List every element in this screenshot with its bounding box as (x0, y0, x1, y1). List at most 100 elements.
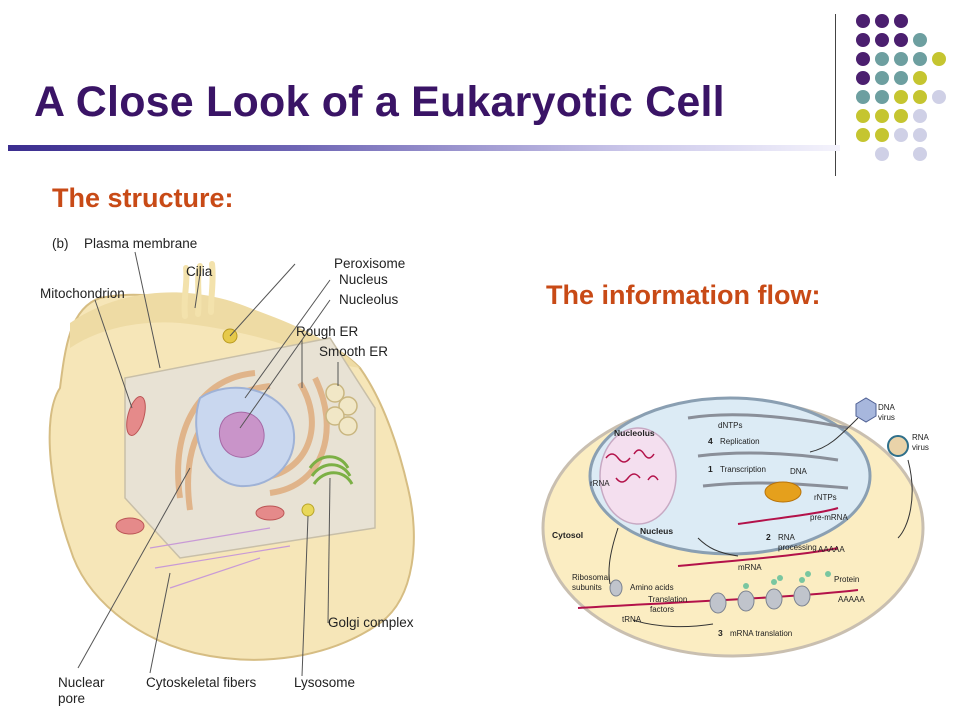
rrna-strand (605, 453, 631, 463)
dna-helix (697, 451, 839, 462)
cilium (181, 265, 190, 319)
leader-line (77, 467, 191, 669)
label-rna-processing-line2: processing (778, 543, 817, 552)
label-dntps: dNTPs (718, 421, 742, 430)
rna-virus-capsid (887, 435, 909, 457)
dot (932, 90, 946, 104)
leader-line (229, 263, 296, 337)
dot (856, 14, 870, 28)
golgi-cisterna (308, 455, 350, 469)
label-dna-virus-line1: DNA (878, 403, 896, 412)
dot (875, 33, 889, 47)
flow-arrows (608, 417, 913, 628)
label-dna-virus-line2: virus (878, 413, 895, 422)
mitochondrion (255, 505, 285, 521)
smooth-er-tube (325, 383, 345, 403)
ribosome (765, 588, 783, 610)
dot (875, 71, 889, 85)
dot (894, 52, 908, 66)
dot (856, 90, 870, 104)
smooth-er-tube (338, 396, 358, 416)
label-plasma-membrane: Plasma membrane (84, 236, 197, 251)
golgi-cisterna (310, 463, 352, 477)
label-aaaaa-1: AAAAA (818, 545, 845, 554)
label-translation-factors-line1: Translation (648, 595, 687, 604)
dot (875, 109, 889, 123)
fiber (169, 557, 261, 589)
smooth-er-tube (338, 416, 358, 436)
dot (894, 109, 908, 123)
label-rough-er: Rough ER (296, 324, 359, 339)
fiber (154, 545, 291, 569)
leader-line (301, 515, 309, 677)
label-nucleus: Nucleus (640, 526, 673, 536)
label-step4: 4 (708, 436, 713, 446)
protein-bead (771, 579, 777, 585)
rrna-strand (633, 449, 655, 459)
label-step3: 3 (718, 628, 723, 638)
rna-polymerase (764, 481, 802, 503)
leader-line (94, 299, 133, 409)
arrow-export (608, 527, 619, 585)
arrow-virus-entry (809, 417, 859, 453)
ribosome (737, 590, 755, 612)
dot (913, 90, 927, 104)
dot (894, 71, 908, 85)
label-cilia: Cilia (186, 264, 213, 279)
golgi-complex (308, 455, 354, 485)
label-mrna-translation: mRNA translation (730, 629, 792, 638)
protein-chains (743, 571, 831, 589)
dot (932, 52, 946, 66)
panel-label: (b) (52, 236, 69, 251)
slide-title: A Close Look of a Eukaryotic Cell (34, 78, 725, 126)
label-transcription: Transcription (720, 465, 766, 474)
leader-line (327, 477, 331, 624)
ribosome (793, 585, 811, 607)
smooth-er-tube (325, 406, 345, 426)
label-mitochondrion: Mitochondrion (40, 286, 125, 301)
dna-virus (855, 397, 877, 423)
dot (894, 14, 908, 28)
protein-bead (777, 575, 783, 581)
rrna-strands (605, 449, 659, 483)
leader-line (239, 299, 331, 429)
label-smooth-er: Smooth ER (319, 344, 388, 359)
decorative-dot-grid (842, 14, 952, 164)
cytoskeletal-fibers (149, 527, 291, 589)
er-fold (175, 370, 256, 499)
label-ribosomal-line2: subunits (572, 583, 602, 592)
dot (875, 52, 889, 66)
translating-mrna-strand (577, 589, 859, 609)
dot (913, 109, 927, 123)
label-rntps: rNTPs (814, 493, 837, 502)
arrow-translation (632, 619, 714, 628)
label-mrna: mRNA (738, 563, 762, 572)
label-cytosol: Cytosol (552, 530, 583, 540)
label-golgi-complex: Golgi complex (328, 615, 414, 630)
leader-line (194, 273, 201, 309)
leader-line (244, 279, 331, 399)
ribosome (609, 579, 623, 597)
label-nucleus: Nucleus (339, 272, 388, 287)
dot (856, 71, 870, 85)
structure-heading: The structure: (52, 183, 234, 213)
label-translation-factors-line2: factors (650, 605, 674, 614)
label-nucleolus: Nucleolus (614, 428, 655, 438)
cell-top-face (70, 292, 360, 368)
cell-structure-illustration: (b) Plasma membrane Cilia Mitochondrion … (40, 236, 415, 706)
dot (875, 147, 889, 161)
dot (875, 14, 889, 28)
dot (913, 33, 927, 47)
mrna-strand (677, 547, 839, 567)
protein-bead (799, 577, 805, 583)
mitochondrion (115, 517, 145, 535)
leader-lines (77, 251, 339, 677)
title-underline (8, 145, 840, 151)
dot (856, 128, 870, 142)
rrna-strand (615, 473, 641, 483)
label-step2: 2 (766, 532, 771, 542)
rna-virus (887, 435, 909, 457)
dot (913, 128, 927, 142)
label-rna-virus-line2: virus (912, 443, 929, 452)
dot (894, 90, 908, 104)
